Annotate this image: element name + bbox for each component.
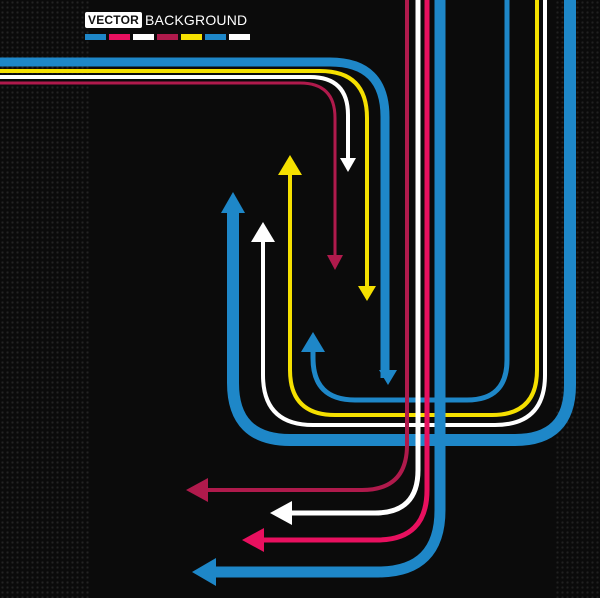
halftone-texture-left: [0, 0, 90, 598]
maroon-down-arrowhead: [327, 255, 343, 270]
white-u-loop: [261, 0, 547, 427]
blue-small-up-arrowhead: [301, 332, 325, 352]
white-left-arrowhead: [270, 501, 292, 525]
pink-left-arrowhead: [242, 528, 264, 552]
swatch-blue-2: [205, 34, 226, 40]
title: VECTOR BACKGROUND: [85, 12, 247, 28]
white-up-arrowhead: [251, 222, 275, 242]
white-line-top: [0, 75, 350, 160]
swatch-white: [133, 34, 154, 40]
arrowheads: [186, 155, 397, 586]
maroon-left-arrowhead: [186, 478, 208, 502]
blue-up-arrowhead: [221, 192, 245, 213]
blue-line-bottom: [212, 0, 446, 578]
swatch-white-2: [229, 34, 250, 40]
yellow-up-arrowhead: [278, 155, 302, 175]
maroon-line-top: [0, 81, 337, 258]
white-line-bottom: [290, 0, 421, 516]
yellow-down-arrowhead: [358, 286, 376, 301]
pink-line-bottom: [262, 0, 430, 543]
blue-down-arrowhead: [379, 370, 397, 385]
halftone-texture-right: [555, 0, 600, 598]
swatch-blue: [85, 34, 106, 40]
color-swatches: [85, 34, 250, 40]
swatch-pink: [109, 34, 130, 40]
blue-u-loop-small: [310, 0, 510, 403]
yellow-u-loop: [288, 0, 539, 417]
title-word: BACKGROUND: [145, 12, 248, 28]
yellow-line-top: [0, 69, 369, 288]
swatch-maroon: [157, 34, 178, 40]
swatch-yellow: [181, 34, 202, 40]
white-down-arrowhead: [340, 158, 356, 172]
title-boxed-word: VECTOR: [85, 12, 142, 28]
blue-left-arrowhead: [192, 558, 216, 586]
blue-u-loop-large: [227, 0, 576, 446]
blue-line-top: [0, 57, 390, 378]
maroon-line-bottom: [205, 0, 409, 492]
